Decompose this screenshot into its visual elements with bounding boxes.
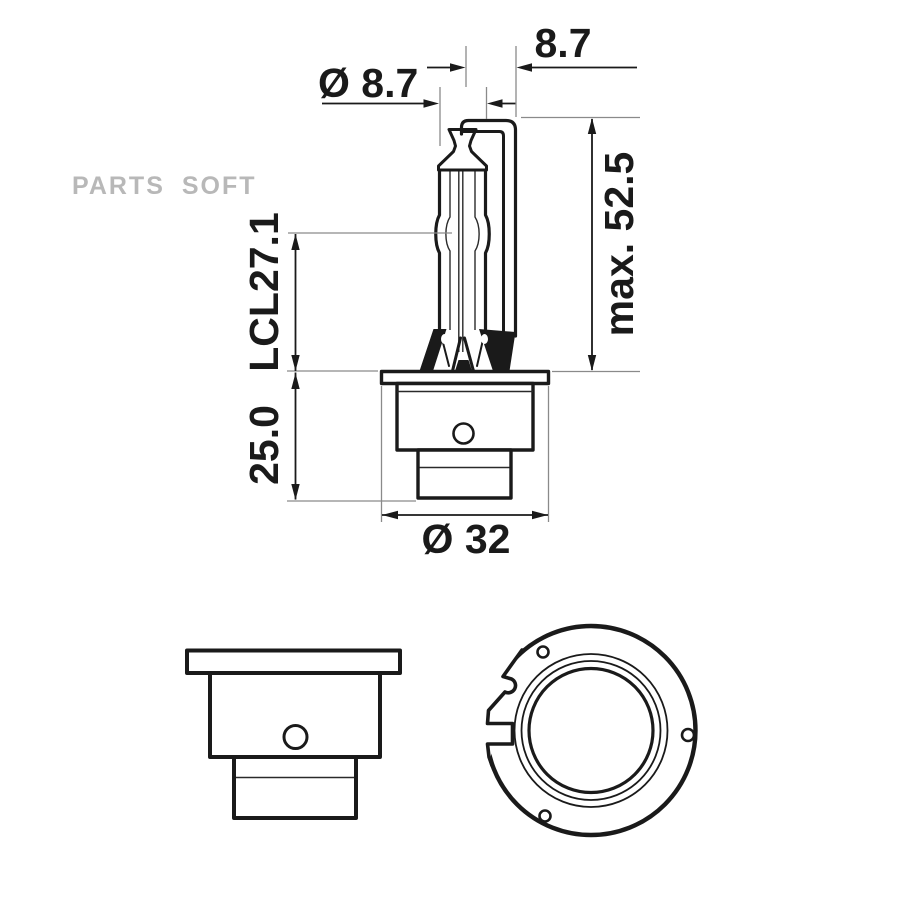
pinch-stem <box>455 360 472 371</box>
dim-electrode-offset-label: 8.7 <box>535 20 592 66</box>
pinch-seal-right <box>479 329 516 371</box>
dim-base-depth: 25.0 <box>241 372 416 502</box>
inner-tube-right-wall <box>474 171 480 330</box>
crimp-hole-right <box>481 334 488 344</box>
bulb-tip <box>437 128 488 172</box>
extension-line <box>287 232 452 372</box>
flange-hole-right <box>680 727 696 743</box>
arrowhead <box>587 355 597 371</box>
pinch-legs <box>451 336 475 373</box>
inner-tube-left-wall <box>445 171 451 330</box>
pinch-seal-left <box>419 329 447 371</box>
flange-inner-ring-3 <box>527 666 655 795</box>
return-wire-outer-edge <box>459 118 518 338</box>
glass-tube-left-wall <box>434 166 442 334</box>
flange-hole-top <box>536 645 550 659</box>
extension-line <box>380 386 550 522</box>
base <box>379 369 551 500</box>
flange-inner-ring-2 <box>520 660 662 801</box>
extension-line <box>521 116 640 373</box>
side-hole <box>282 724 309 750</box>
arrowhead <box>532 510 548 520</box>
dim-tube-diameter-label: Ø 8.7 <box>318 60 418 106</box>
extension-line <box>465 46 517 117</box>
dimensions: Ø 8.7 8.7 max. 52.5 LCL27.1 <box>241 20 642 562</box>
watermark: PARTS SOFT <box>72 172 257 200</box>
dim-max-length: max. 52.5 <box>521 116 642 373</box>
glass-tube-right-wall <box>483 166 491 334</box>
arrowhead <box>450 63 466 72</box>
flange-keyway-profile <box>485 648 524 768</box>
bulb <box>419 118 518 373</box>
dim-base-diameter: Ø 32 <box>380 386 550 562</box>
dim-lcl-label: LCL27.1 <box>241 212 287 372</box>
arrowhead <box>487 99 503 108</box>
side-view <box>185 648 402 820</box>
dim-lcl: LCL27.1 <box>241 212 452 372</box>
arrowhead <box>291 355 300 371</box>
return-wire-inner-edge <box>460 130 505 338</box>
flange-hole-bottom <box>538 809 552 823</box>
main-view <box>379 118 551 500</box>
base-lower-body <box>416 448 513 500</box>
flange-view <box>450 623 698 838</box>
arrowhead <box>291 373 300 389</box>
side-lower-body <box>232 755 358 820</box>
arrowhead <box>291 234 300 250</box>
extension-line <box>439 87 488 146</box>
arrowhead <box>382 510 398 520</box>
dim-tube-diameter: Ø 8.7 <box>318 60 516 146</box>
arrowhead <box>291 484 300 500</box>
dim-base-depth-label: 25.0 <box>241 405 287 485</box>
side-flange <box>185 648 402 675</box>
flange-cutout-cover <box>450 640 520 774</box>
dim-base-diameter-label: Ø 32 <box>422 516 511 562</box>
arrowhead <box>587 118 597 134</box>
base-flange <box>379 369 551 386</box>
dim-electrode-offset: 8.7 <box>427 20 637 117</box>
dim-max-length-label: max. 52.5 <box>596 152 642 337</box>
base-hole <box>452 422 475 445</box>
flange-inner-ring-1 <box>513 653 669 808</box>
arrowhead <box>423 99 439 108</box>
crimp-hole-left <box>441 334 448 344</box>
arrowhead <box>516 63 532 72</box>
